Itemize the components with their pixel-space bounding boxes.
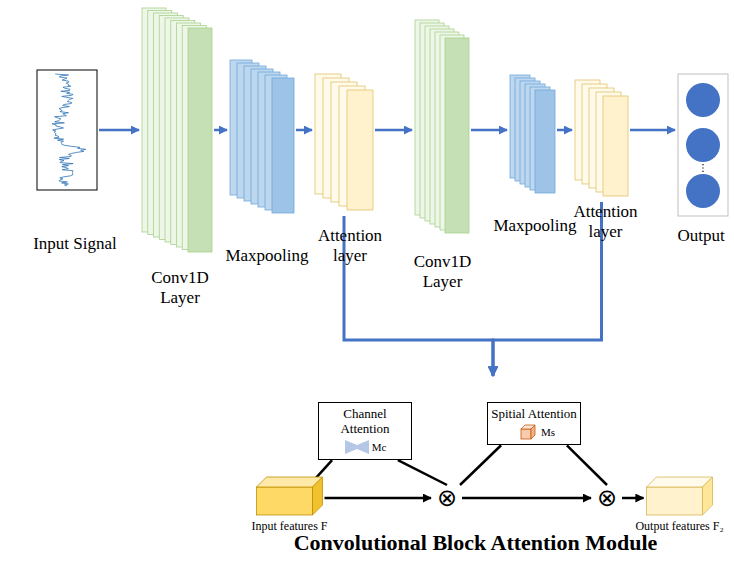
node-label: Spitial Attention <box>491 407 577 422</box>
node-label: Attention layer <box>314 226 386 265</box>
connector-arrow <box>567 445 607 485</box>
pooling-stack: Maxpooling <box>222 58 312 266</box>
node-graphic <box>305 72 395 212</box>
drawing-polygon <box>531 425 535 439</box>
node-graphic <box>400 16 485 238</box>
node-graphic <box>622 476 734 518</box>
feature-map <box>603 96 628 196</box>
drawing-rect <box>218 379 734 578</box>
connector-arrow <box>325 497 432 500</box>
feature-map <box>347 90 373 210</box>
feature-map <box>535 90 555 193</box>
drawing-polygon <box>313 477 323 515</box>
connector-arrow <box>214 129 227 132</box>
multiply-operator: ⊗ <box>594 485 620 511</box>
drawing-g <box>521 425 535 439</box>
output-layer: Output <box>672 70 730 246</box>
feature-map <box>272 78 294 213</box>
node-graphic <box>222 58 312 218</box>
node-shape <box>678 74 728 216</box>
drawing-rect <box>521 429 531 439</box>
node-label: Mc <box>372 441 387 454</box>
node-label: Output features F₂ <box>622 520 734 534</box>
multiply-operator: ⊗ <box>434 485 460 511</box>
node-label: Conv1D Layer <box>149 268 211 307</box>
node-shape <box>510 75 555 193</box>
spatial-glyph <box>513 424 539 440</box>
drawing-rect <box>37 70 97 190</box>
connector-arrow <box>462 497 591 500</box>
feature-cube: Input features F <box>232 476 347 534</box>
node-label: Maxpooling <box>222 246 312 266</box>
conv-layer-stack: Conv1D Layer <box>400 16 485 291</box>
operator-symbol: ⊗ <box>594 485 620 511</box>
node-shape <box>315 74 373 210</box>
pooling-stack: Maxpooling <box>490 72 580 236</box>
node-graphic <box>490 72 580 196</box>
feature-map <box>188 28 212 252</box>
connector-arrow <box>398 460 447 485</box>
node-label: Input Signal <box>20 234 130 254</box>
node-shape <box>647 477 713 515</box>
node-label: Maxpooling <box>490 216 580 236</box>
attention-box: Channel AttentionMc <box>318 402 412 460</box>
output-neuron <box>686 83 720 117</box>
node-shape <box>415 20 469 233</box>
node-label: Channel Attention <box>322 407 408 437</box>
node-graphic <box>20 68 130 194</box>
node-label: Ms <box>541 426 555 439</box>
node-label: Output <box>672 226 730 246</box>
module-title: Convolutional Block Attention Module <box>217 530 734 555</box>
signal-trace <box>52 74 86 186</box>
connector-arrow <box>622 497 644 500</box>
connector-arrow <box>630 129 675 132</box>
node-shape <box>230 60 294 213</box>
node-graphic <box>130 6 230 256</box>
node-shape <box>575 80 628 196</box>
conv-layer-stack: Conv1D Layer <box>130 6 230 307</box>
drawing-polygon <box>703 477 713 515</box>
feature-map <box>445 38 469 233</box>
drawing-line <box>702 164 703 172</box>
attention-stack: Attention layer <box>563 78 648 241</box>
node-shape <box>142 8 212 252</box>
connector-arrow <box>460 445 501 485</box>
node-graphic <box>563 78 648 198</box>
node-label: Attention layer <box>570 202 642 241</box>
drawing-rect <box>257 487 313 515</box>
output-neuron <box>686 174 720 208</box>
operator-symbol: ⊗ <box>434 485 460 511</box>
drawing-polygon <box>345 440 369 454</box>
drawing-rect <box>647 487 703 515</box>
input-signal: Input Signal <box>20 68 130 254</box>
node-shape <box>37 70 97 190</box>
node-shape <box>257 477 323 515</box>
connector-arrow <box>471 129 507 132</box>
connector-arrow <box>375 129 412 132</box>
output-neuron <box>686 128 720 162</box>
attention-stack: Attention layer <box>305 72 395 265</box>
drawing-polygon <box>257 477 323 487</box>
drawing-rect <box>678 74 728 216</box>
connector-arrow <box>99 129 139 132</box>
connector-arrow <box>296 129 312 132</box>
module-panel: Convolutional Block Attention Module Chan… <box>217 378 734 579</box>
node-label: Input features F <box>232 520 347 534</box>
node-label: Conv1D Layer <box>412 252 474 291</box>
drawing-polygon <box>647 477 713 487</box>
channel-glyph <box>344 439 370 455</box>
node-graphic <box>232 476 347 518</box>
attention-box: Spitial AttentionMs <box>487 402 581 445</box>
node-graphic <box>672 70 730 220</box>
feature-cube: Output features F₂ <box>622 476 734 534</box>
connector-arrow <box>557 129 572 132</box>
